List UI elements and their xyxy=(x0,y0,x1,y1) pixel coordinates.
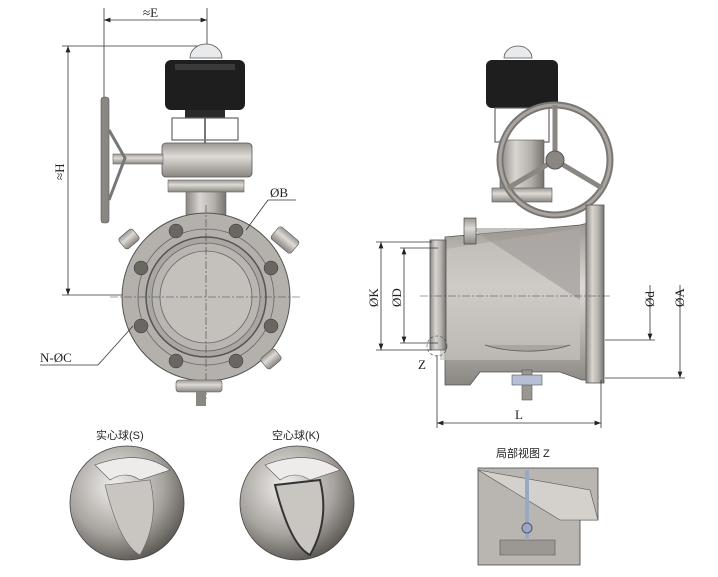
actuator-body xyxy=(165,60,245,110)
dimension-c-label: N-ØC xyxy=(40,350,72,365)
dimension-k-label: ØK xyxy=(366,288,381,307)
dimension-e-label: ≈E xyxy=(143,5,158,20)
dimension-h-label: ≈H xyxy=(52,163,67,180)
handwheel xyxy=(100,96,110,224)
solid-ball-caption: 实心球(S) xyxy=(96,428,144,442)
detail-z-figure: 局部视图 Z xyxy=(477,446,599,566)
bolt-holes xyxy=(133,223,279,369)
dimension-l-label: L xyxy=(515,407,523,422)
handwheel-front xyxy=(496,101,614,219)
detail-z-marker: Z xyxy=(418,357,426,372)
front-view: ≈E ≈H xyxy=(40,5,302,406)
actuator-body-side xyxy=(486,60,558,108)
dimension-b-label: ØB xyxy=(270,185,288,200)
detail-view-caption: 局部视图 Z xyxy=(496,446,550,460)
hollow-ball-caption: 空心球(K) xyxy=(272,428,320,442)
hollow-ball-figure: 空心球(K) xyxy=(239,428,355,561)
side-section-view: ØK ØD Ød ØA L Z xyxy=(366,45,687,428)
dimension-a-label: ØA xyxy=(672,288,687,307)
solid-ball-figure: 实心球(S) xyxy=(69,428,185,561)
dimension-d-lower-label: Ød xyxy=(642,291,657,307)
dimension-d-upper-label: ØD xyxy=(389,288,404,307)
